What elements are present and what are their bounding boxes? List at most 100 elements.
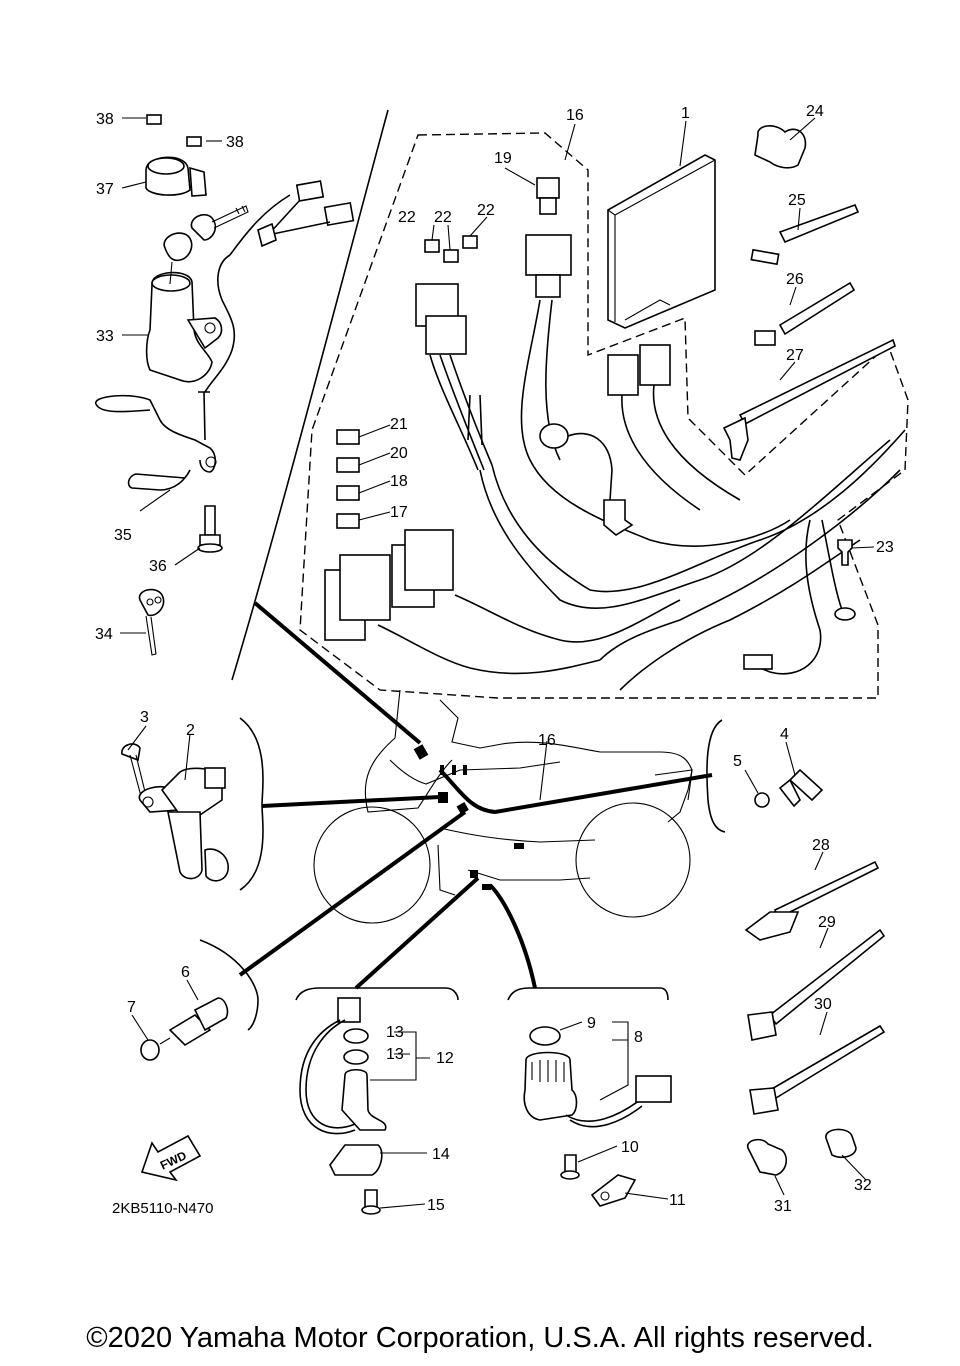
connector-b [639,344,671,386]
callout-22b: 22 [434,209,452,226]
o-ring-13b [343,1049,369,1065]
fwd-arrow: FWD [140,1134,202,1182]
speed-sensor-parts [523,1026,672,1207]
clamp-32 [825,1128,857,1158]
connector-19 [525,234,572,276]
cap-38a [146,114,162,125]
callout-25: 25 [788,192,806,209]
callout-leaders [120,117,875,1209]
callout-24: 24 [806,103,824,120]
leader-line-sensor [261,795,441,808]
ignition-parts [95,114,355,656]
callout-6: 6 [181,964,190,981]
o-ring-13a [343,1028,369,1044]
fwd-label: FWD [158,1148,189,1172]
callout-31: 31 [774,1198,792,1215]
callout-22c: 22 [477,202,495,219]
callout-21: 21 [390,416,408,433]
leader-line-speed-sensor [488,883,537,989]
callout-5: 5 [733,753,742,770]
callout-14: 14 [432,1146,450,1163]
callout-38a: 38 [96,111,114,128]
bracket-14 [329,1144,383,1176]
fuse-22a [424,239,440,253]
callout-28: 28 [812,837,830,854]
callout-27: 27 [786,347,804,364]
harness-parts [324,125,906,691]
callout-1: 1 [681,105,690,122]
callout-12: 12 [436,1050,454,1067]
leader-line-harness-16 [438,768,713,815]
callout-11: 11 [669,1192,686,1209]
band-parts [744,860,886,1176]
speed-sensor-connector [635,1075,672,1103]
callout-20: 20 [390,445,408,462]
main-switch-33 [145,271,213,383]
switch-group-outline [199,939,259,1031]
band-27 [738,338,896,426]
fuse-22c [462,235,478,249]
callout-13a: 13 [386,1024,404,1041]
callout-37: 37 [96,181,114,198]
bolt-10 [564,1154,577,1173]
callout-35: 35 [114,527,132,544]
callout-30: 30 [814,996,832,1013]
callout-33: 33 [96,328,114,345]
relay-18 [336,485,360,501]
sender-parts [299,997,387,1215]
cap-38b [186,136,202,147]
band-30 [768,1024,886,1100]
sender-12 [341,1068,387,1131]
bolt-group-outline [706,719,726,833]
harness-group-outline [299,132,909,699]
band-25 [778,203,860,244]
relay-20 [336,457,360,473]
bolt-parts [754,768,824,808]
callout-10: 10 [621,1139,639,1156]
callout-34: 34 [95,626,113,643]
callout-15: 15 [427,1197,445,1214]
callout-3: 3 [140,709,149,726]
relay-17 [336,513,360,529]
switch-6 [168,1013,212,1047]
band-26 [778,281,856,336]
callout-18: 18 [390,473,408,490]
parts-diagram: FWD 38 38 37 33 35 36 34 3 2 1 16 19 22 … [95,103,909,1217]
sensor-parts [121,743,229,882]
callout-8: 8 [634,1029,643,1046]
leader-line-ignition [253,601,422,745]
leader-line-switch [238,810,467,977]
bolt-4 [788,768,824,802]
callout-17: 17 [390,504,408,521]
connector-c [743,654,773,670]
ecu-1 [607,154,716,329]
sensor-group-outline [239,717,264,891]
diagram-code: 2KB5110-N470 [112,1200,213,1217]
sender-connector [337,997,361,1023]
fuse-22b [443,249,459,263]
bracket-11 [590,1174,637,1207]
switch-parts [140,997,229,1061]
callout-23: 23 [876,539,894,556]
speed-sensor-8 [523,1051,578,1121]
clamp-24 [754,125,807,169]
callout-7: 7 [127,999,136,1016]
copyright-notice: ©2020 Yamaha Motor Corporation, U.S.A. A… [86,1322,874,1354]
callout-2: 2 [186,722,195,739]
connector-a [607,354,639,396]
band-28 [773,860,880,920]
callout-26: 26 [786,271,804,288]
callout-16a: 16 [566,107,584,124]
callout-4: 4 [780,726,789,743]
callout-labels: 38 38 37 33 35 36 34 3 2 1 16 19 22 22 2… [95,103,894,1215]
callout-16b: 16 [538,732,556,749]
relay-19 [536,177,560,199]
washer-5 [754,792,770,808]
ignition-group-outline [231,109,389,681]
motorcycle-silhouette [313,689,693,924]
bolt-23 [837,539,853,566]
callout-36: 36 [149,558,167,575]
callout-22a: 22 [398,209,416,226]
o-ring-9 [529,1026,561,1046]
key-head-b [190,213,217,241]
